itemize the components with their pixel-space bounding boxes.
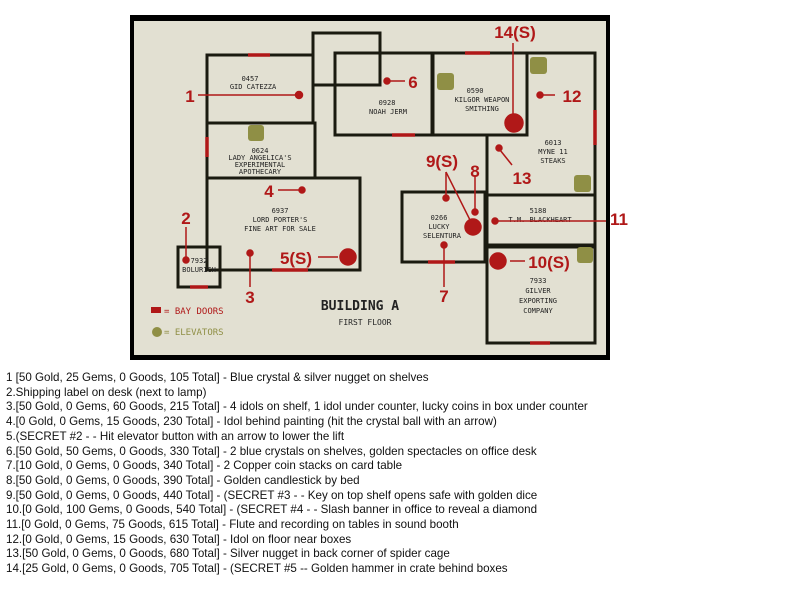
svg-text:13: 13 bbox=[513, 169, 532, 188]
svg-text:5188: 5188 bbox=[530, 207, 547, 215]
svg-text:8: 8 bbox=[470, 162, 479, 181]
svg-text:EXPORTING: EXPORTING bbox=[519, 297, 557, 305]
svg-text:MYNE 11: MYNE 11 bbox=[538, 148, 568, 156]
walls bbox=[176, 31, 597, 345]
svg-text:0624: 0624 bbox=[252, 147, 269, 155]
svg-text:14(S): 14(S) bbox=[494, 23, 536, 42]
svg-text:6013: 6013 bbox=[545, 139, 562, 147]
svg-text:LUCKY: LUCKY bbox=[428, 223, 450, 231]
svg-text:12: 12 bbox=[563, 87, 582, 106]
svg-text:6937: 6937 bbox=[272, 207, 289, 215]
marker-11-label: 11 bbox=[610, 210, 628, 229]
svg-text:0457: 0457 bbox=[242, 75, 259, 83]
note-line: 3.[50 Gold, 0 Gems, 60 Goods, 215 Total]… bbox=[6, 400, 588, 414]
svg-text:GILVER: GILVER bbox=[525, 287, 551, 295]
svg-text:NOAH JERM: NOAH JERM bbox=[369, 108, 407, 116]
svg-text:10(S): 10(S) bbox=[528, 253, 570, 272]
svg-text:APOTHECARY: APOTHECARY bbox=[239, 168, 282, 176]
svg-text:SMITHING: SMITHING bbox=[465, 105, 499, 113]
svg-text:= ELEVATORS: = ELEVATORS bbox=[164, 328, 224, 338]
bay-door-swatch bbox=[151, 307, 161, 313]
svg-text:STEAKS: STEAKS bbox=[540, 157, 565, 165]
note-line: 13.[50 Gold, 0 Gems, 0 Goods, 680 Total]… bbox=[6, 547, 450, 561]
note-line: 14.[25 Gold, 0 Gems, 0 Goods, 705 Total]… bbox=[6, 562, 508, 576]
marker-arrows bbox=[182, 43, 606, 287]
note-line: 2.Shipping label on desk (next to lamp) bbox=[6, 385, 207, 399]
svg-text:0928: 0928 bbox=[379, 99, 396, 107]
note-line: 12.[0 Gold, 0 Gems, 15 Goods, 630 Total]… bbox=[6, 532, 352, 546]
svg-text:1: 1 bbox=[185, 87, 194, 106]
note-line: 4.[0 Gold, 0 Gems, 15 Goods, 230 Total] … bbox=[6, 415, 497, 429]
svg-text:7932: 7932 bbox=[191, 257, 208, 265]
svg-text:6: 6 bbox=[408, 73, 417, 92]
svg-text:T.M. BLACKHEART: T.M. BLACKHEART bbox=[508, 216, 572, 224]
marker-labels: 1 2 3 4 5(S) 6 7 8 9(S) 10(S) 11 12 13 1… bbox=[181, 23, 581, 307]
note-line: 8.[50 Gold, 0 Gems, 0 Goods, 390 Total] … bbox=[6, 473, 360, 487]
note-line: 5.(SECRET #2 - - Hit elevator button wit… bbox=[6, 429, 345, 443]
note-line: 7.[10 Gold, 0 Gems, 0 Goods, 340 Total] … bbox=[6, 459, 403, 473]
svg-text:3: 3 bbox=[245, 288, 254, 307]
svg-text:FIRST FLOOR: FIRST FLOOR bbox=[339, 318, 392, 327]
svg-text:BUILDING A: BUILDING A bbox=[321, 299, 399, 314]
walkthrough-notes: 1 [50 Gold, 25 Gems, 0 Goods, 105 Total]… bbox=[6, 371, 800, 577]
svg-text:= BAY DOORS: = BAY DOORS bbox=[164, 307, 224, 317]
svg-text:KILGOR WEAPON: KILGOR WEAPON bbox=[455, 96, 510, 104]
note-line: 11.[0 Gold, 0 Gems, 75 Goods, 615 Total]… bbox=[6, 518, 459, 532]
svg-text:0590: 0590 bbox=[467, 87, 484, 95]
bay-doors bbox=[190, 51, 597, 345]
map-legend: = BAY DOORS = ELEVATORS bbox=[151, 307, 224, 338]
note-line: 1 [50 Gold, 25 Gems, 0 Goods, 105 Total]… bbox=[6, 371, 429, 384]
svg-text:SELENTURA: SELENTURA bbox=[423, 232, 462, 240]
svg-text:COMPANY: COMPANY bbox=[523, 307, 553, 315]
svg-text:GID CATEZZA: GID CATEZZA bbox=[230, 83, 277, 91]
note-line: 6.[50 Gold, 50 Gems, 0 Goods, 330 Total]… bbox=[6, 444, 537, 458]
svg-text:4: 4 bbox=[264, 182, 274, 201]
svg-text:LADY ANGELICA'S: LADY ANGELICA'S bbox=[228, 154, 291, 162]
svg-text:FINE ART FOR SALE: FINE ART FOR SALE bbox=[244, 225, 316, 233]
svg-text:9(S): 9(S) bbox=[426, 152, 458, 171]
svg-text:BOLURICH: BOLURICH bbox=[182, 266, 216, 274]
svg-text:LORD PORTER'S: LORD PORTER'S bbox=[253, 216, 308, 224]
svg-text:EXPERIMENTAL: EXPERIMENTAL bbox=[235, 161, 286, 169]
svg-text:0266: 0266 bbox=[431, 214, 448, 222]
svg-text:2: 2 bbox=[181, 209, 190, 228]
note-line: 9.[50 Gold, 0 Gems, 0 Goods, 440 Total] … bbox=[6, 488, 538, 502]
elevators bbox=[248, 57, 593, 263]
elevator-swatch bbox=[152, 327, 162, 337]
svg-text:7: 7 bbox=[439, 287, 448, 306]
svg-text:7933: 7933 bbox=[530, 277, 547, 285]
note-line: 10.[0 Gold, 100 Gems, 0 Goods, 540 Total… bbox=[6, 503, 538, 517]
floor-title: BUILDING A FIRST FLOOR bbox=[321, 299, 399, 327]
svg-text:5(S): 5(S) bbox=[280, 249, 312, 268]
